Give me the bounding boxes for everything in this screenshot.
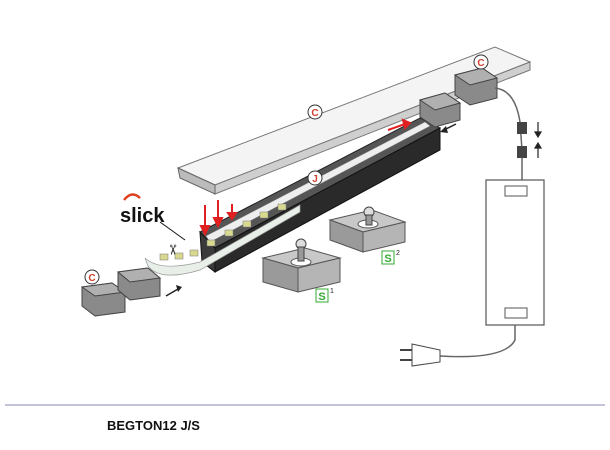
mains-cable [439, 325, 516, 358]
svg-text:2: 2 [396, 250, 400, 257]
svg-text:C: C [311, 108, 318, 119]
led-strip [144, 203, 301, 276]
mounting-clip-small [261, 238, 342, 293]
endcap-marker-right: C [473, 54, 489, 70]
endcap-marker-left: C [84, 269, 100, 285]
svg-text:✂: ✂ [165, 244, 181, 256]
svg-text:J: J [312, 174, 318, 185]
svg-text:C: C [477, 58, 484, 69]
svg-text:slick: slick [120, 205, 165, 227]
insert-arrows [199, 118, 412, 237]
cover-marker: C [307, 104, 323, 120]
profile-marker: J [307, 170, 323, 186]
end-cap-left [80, 267, 162, 317]
logo-pointer-line [159, 221, 186, 241]
connector-socket [517, 146, 527, 158]
product-title: BEGTON12 J/S [107, 418, 200, 433]
push-arrow [165, 285, 182, 297]
svg-text:C: C [88, 273, 95, 284]
mounting-clip-large [328, 206, 407, 253]
mains-plug [400, 343, 441, 367]
svg-text:1: 1 [330, 288, 334, 295]
svg-text:S: S [318, 291, 325, 303]
slick-logo: slick [120, 193, 165, 227]
end-cap-right [418, 67, 499, 128]
pull-arrow [440, 123, 457, 133]
clip-marker-small: S 1 [315, 288, 334, 303]
svg-text:S: S [384, 253, 391, 265]
power-supply [485, 179, 545, 326]
footer-divider [5, 404, 605, 406]
connector-plug [517, 122, 527, 134]
diffuser-cover [176, 46, 532, 195]
scissors-icon: ✂ [165, 244, 181, 256]
clip-marker-large: S 2 [381, 250, 400, 265]
connect-arrows [533, 122, 543, 158]
